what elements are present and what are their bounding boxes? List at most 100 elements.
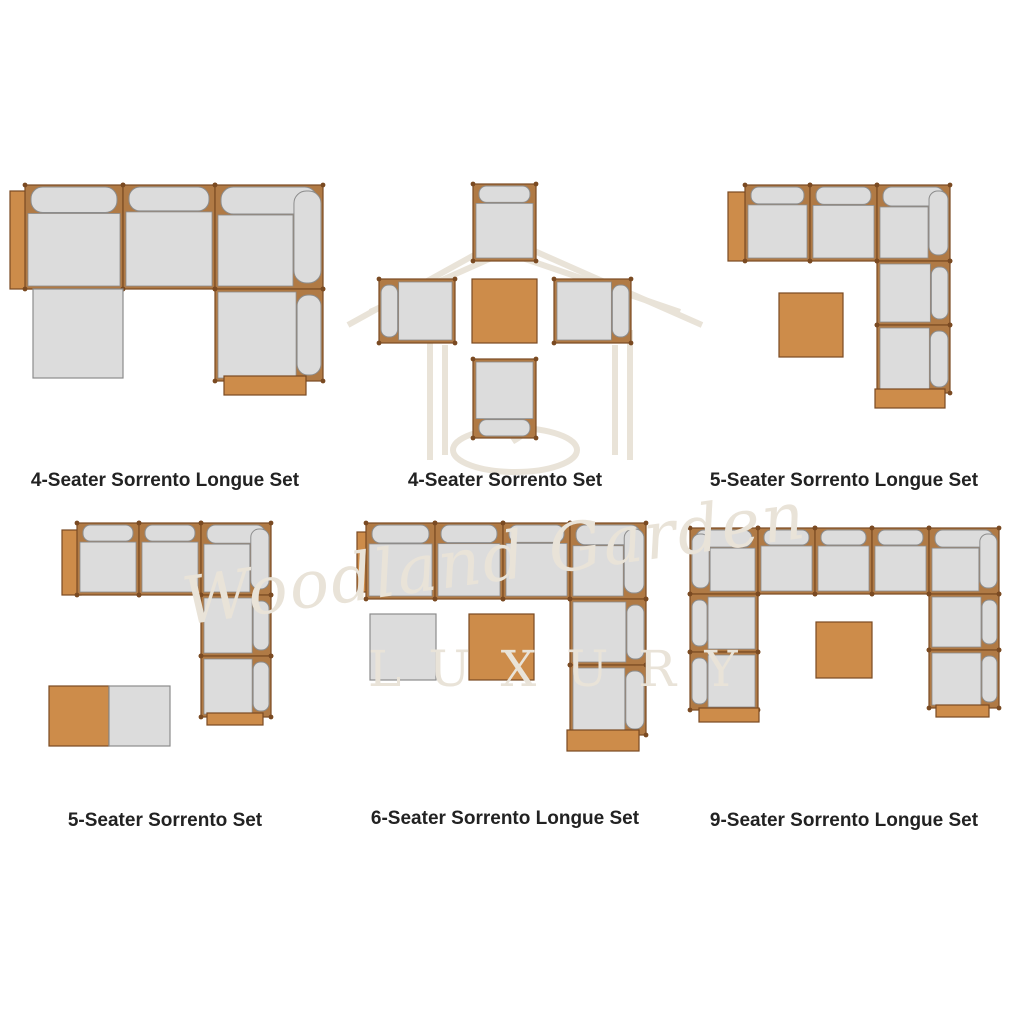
seat-leg [926, 647, 932, 653]
seat-module [876, 324, 951, 394]
coffee-table [471, 278, 538, 344]
seat-leg [74, 520, 80, 526]
armchair-right [553, 278, 632, 344]
seat-leg [874, 258, 880, 264]
seat-leg [500, 596, 506, 602]
seat-module [138, 522, 202, 596]
seat-leg [567, 662, 573, 668]
seat-leg [551, 340, 557, 346]
seat-leg [947, 390, 953, 396]
seat-leg [533, 258, 539, 264]
seat-leg [500, 520, 506, 526]
seat-leg [874, 322, 880, 328]
seat-leg [567, 520, 573, 526]
seat-module [122, 184, 216, 290]
seat-leg [212, 378, 218, 384]
footstool-cushion [32, 288, 124, 379]
armchair-bottom [472, 358, 537, 439]
seat-leg [212, 286, 218, 292]
seat-leg [926, 591, 932, 597]
seat-leg [470, 356, 476, 362]
seat-leg [320, 378, 326, 384]
seat-leg [643, 662, 649, 668]
seat-leg [755, 525, 761, 531]
side-table [223, 375, 307, 396]
footstool-cushion [369, 613, 437, 681]
seat-module [214, 288, 324, 382]
seat-module [689, 651, 759, 711]
corner-seat-module [876, 184, 951, 262]
seat-leg [432, 596, 438, 602]
seat-leg [996, 647, 1002, 653]
seat-leg [22, 286, 28, 292]
seat-module [502, 522, 571, 600]
seat-leg [376, 276, 382, 282]
seat-leg [470, 435, 476, 441]
seat-leg [198, 520, 204, 526]
side-table [566, 729, 640, 752]
seat-leg [628, 340, 634, 346]
seat-module [689, 593, 759, 653]
seat-module [814, 527, 873, 595]
seat-leg [687, 591, 693, 597]
seat-leg [470, 181, 476, 187]
seat-leg [742, 182, 748, 188]
set-caption-2: 4-Seater Sorrento Set [407, 470, 603, 491]
set-caption-1: 4-Seater Sorrento Longue Set [30, 470, 300, 491]
seat-module [365, 522, 436, 600]
seat-leg [812, 591, 818, 597]
seat-leg [687, 707, 693, 713]
seat-leg [947, 322, 953, 328]
seat-module [809, 184, 878, 262]
seat-module [871, 527, 930, 595]
seat-leg [22, 182, 28, 188]
set-caption-4: 5-Seater Sorrento Set [67, 810, 263, 831]
seat-leg [926, 705, 932, 711]
seat-leg [198, 592, 204, 598]
seat-module [928, 593, 1000, 651]
set-caption-5: 6-Seater Sorrento Longue Set [370, 808, 640, 829]
seat-module [569, 598, 647, 666]
seat-module [24, 184, 124, 290]
set-caption-6: 9-Seater Sorrento Longue Set [709, 810, 979, 831]
seat-leg [533, 181, 539, 187]
seat-leg [807, 182, 813, 188]
seat-leg [533, 356, 539, 362]
set-caption-3: 5-Seater Sorrento Longue Set [709, 470, 979, 491]
seat-leg [376, 340, 382, 346]
seat-leg [268, 714, 274, 720]
seat-leg [869, 591, 875, 597]
seat-leg [755, 649, 761, 655]
seat-leg [996, 705, 1002, 711]
seat-leg [947, 182, 953, 188]
seat-leg [926, 525, 932, 531]
seat-leg [643, 520, 649, 526]
coffee-table [778, 292, 844, 358]
seat-leg [628, 276, 634, 282]
seat-leg [742, 258, 748, 264]
seat-leg [120, 182, 126, 188]
seat-leg [687, 525, 693, 531]
seat-module [928, 649, 1000, 709]
seat-leg [996, 591, 1002, 597]
seat-leg [198, 714, 204, 720]
seat-leg [320, 286, 326, 292]
seat-leg [807, 258, 813, 264]
seat-leg [533, 435, 539, 441]
seat-leg [452, 276, 458, 282]
seat-leg [812, 525, 818, 531]
coffee-table [815, 621, 873, 679]
seat-leg [74, 592, 80, 598]
corner-seat-module [569, 522, 647, 600]
coffee-table [468, 613, 535, 681]
seat-leg [320, 182, 326, 188]
side-table [935, 704, 990, 718]
seat-module [744, 184, 811, 262]
seat-leg [869, 525, 875, 531]
seat-leg [212, 182, 218, 188]
seat-leg [643, 596, 649, 602]
seat-leg [643, 732, 649, 738]
seat-leg [947, 258, 953, 264]
seat-leg [452, 340, 458, 346]
